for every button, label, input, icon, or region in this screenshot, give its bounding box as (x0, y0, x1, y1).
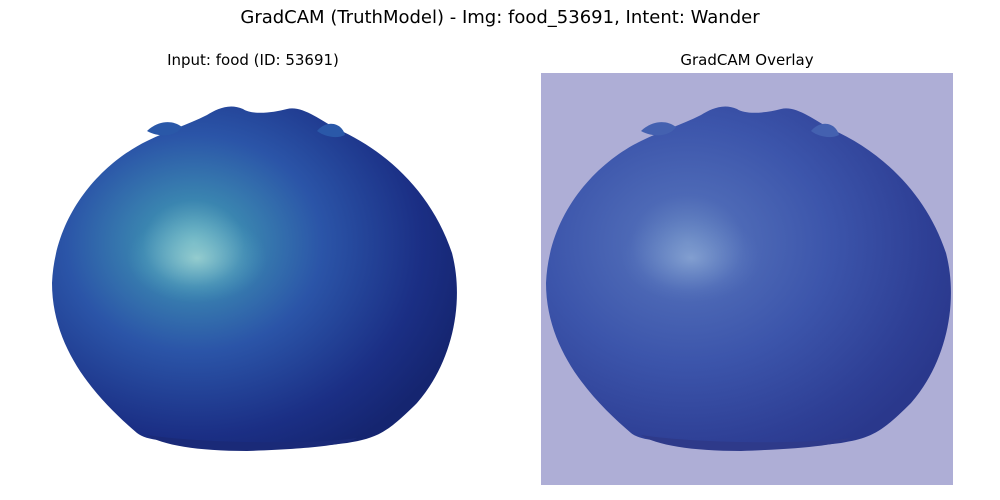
figure-title: GradCAM (TruthModel) - Img: food_53691, … (240, 7, 760, 28)
input-image (47, 73, 459, 485)
input-panel-title: Input: food (ID: 53691) (167, 51, 339, 69)
gradcam-overlay-image (541, 73, 953, 485)
food-item-overlay (546, 106, 951, 451)
overlay-panel-title: GradCAM Overlay (680, 51, 814, 69)
food-item (52, 106, 457, 451)
